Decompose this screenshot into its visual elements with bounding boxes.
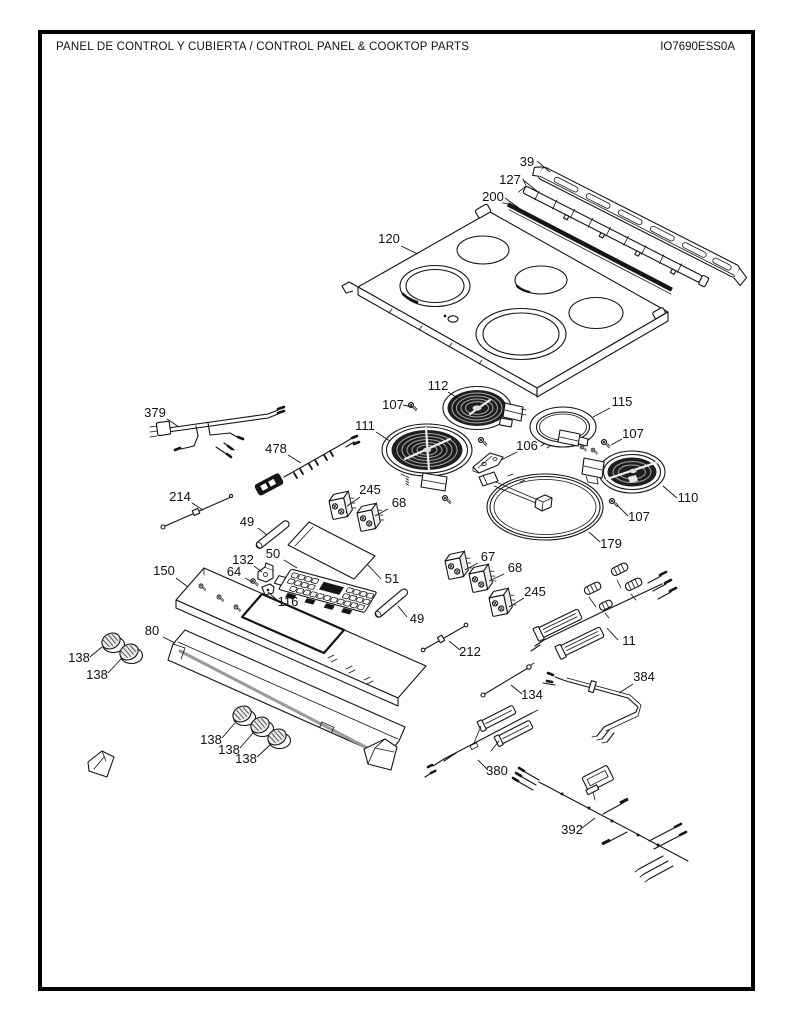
page-border-frame	[38, 30, 755, 991]
callout-label: 120	[378, 231, 400, 246]
panel-80-left-bracket	[87, 750, 115, 778]
callout-label: 379	[144, 405, 166, 420]
panel-80-right-bracket	[363, 738, 398, 771]
part-380-wire-harness	[424, 705, 539, 778]
part-150-top-cover	[175, 567, 427, 707]
callout-label: 50	[266, 546, 280, 561]
part-11-wire-harness	[530, 562, 678, 660]
callout-label: 127	[499, 172, 521, 187]
callout-label: 116	[278, 594, 299, 609]
callout-label: 380	[486, 763, 508, 778]
glass-tab	[474, 203, 492, 219]
part-392-wire-harness	[511, 765, 689, 883]
part-384-wire-harness	[542, 671, 642, 744]
part-132-clip	[257, 562, 274, 583]
callout-label: 107	[628, 509, 650, 524]
part-106-bracket	[472, 452, 504, 474]
callout-label: 150	[153, 563, 175, 578]
callout-label: 138	[68, 650, 90, 665]
callout-label: 138	[200, 732, 222, 747]
callout-label: 138	[218, 742, 240, 757]
callout-label: 51	[385, 571, 399, 586]
part-111-dual-radiant-element	[381, 423, 473, 492]
part-50-control-board	[273, 568, 377, 615]
callout-label: 245	[524, 584, 546, 599]
callout-label: 106	[516, 438, 538, 453]
callout-label: 138	[86, 667, 108, 682]
callout-label: 212	[459, 644, 481, 659]
callout-label: 134	[521, 687, 543, 702]
callout-label: 132	[232, 552, 254, 567]
callout-label: 384	[633, 669, 655, 684]
callout-label: 112	[428, 378, 449, 393]
callout-label: 179	[600, 536, 622, 551]
part-112-radiant-element	[442, 385, 527, 431]
glass-tab	[652, 307, 666, 319]
part-115-ring-element	[529, 406, 598, 455]
part-134-screw-rod	[480, 662, 535, 698]
part-39-vent-trim	[532, 166, 748, 287]
callout-label: 107	[622, 426, 644, 441]
callout-label: 115	[612, 394, 633, 409]
callout-label: 392	[561, 822, 583, 837]
part-49-spacer	[373, 587, 410, 620]
callout-label: 107	[382, 397, 404, 412]
part-245-switch	[487, 586, 518, 618]
callout-label: 245	[359, 482, 381, 497]
part-179-wire-ring	[478, 471, 604, 541]
part-214-screw-rod	[160, 493, 234, 530]
callout-label: 478	[265, 441, 287, 456]
callout-label: 80	[145, 623, 159, 638]
callout-leader-lines	[89, 160, 678, 829]
callout-label: 64	[227, 564, 241, 579]
callout-label: 214	[169, 489, 191, 504]
callout-label: 68	[508, 560, 522, 575]
part-478-wire-assembly	[254, 434, 361, 496]
part-212-screw-rod	[420, 622, 469, 653]
part-68-switch	[355, 501, 386, 533]
callout-label: 138	[235, 751, 257, 766]
part-110-radiant-element	[581, 450, 666, 494]
part-120-cooktop-glass	[341, 203, 669, 398]
part-51-insulator-sheet	[287, 521, 376, 580]
document-id: IO7690ESS0A	[660, 41, 735, 53]
callout-labels: 39 127 200 120 112 107 115 111 106 107 1…	[68, 154, 698, 837]
part-127-trim-rail	[517, 178, 710, 288]
part-80-front-panel	[87, 629, 406, 778]
callout-label: 68	[392, 495, 406, 510]
callout-label: 111	[355, 418, 375, 433]
callout-label: 49	[410, 611, 424, 626]
part-245-switch	[327, 489, 358, 521]
callout-label: 11	[622, 633, 636, 648]
part-64-screw	[250, 578, 259, 587]
callout-label: 49	[240, 514, 254, 529]
callout-label: 110	[678, 490, 699, 505]
callout-label: 200	[482, 189, 504, 204]
part-116-clip	[261, 583, 275, 596]
part-200-seal-strip	[501, 202, 673, 295]
callout-label: 39	[520, 154, 534, 169]
callout-label: 67	[481, 549, 495, 564]
part-379-wire-harness	[149, 405, 286, 459]
page-title: PANEL DE CONTROL Y CUBIERTA / CONTROL PA…	[56, 41, 470, 53]
